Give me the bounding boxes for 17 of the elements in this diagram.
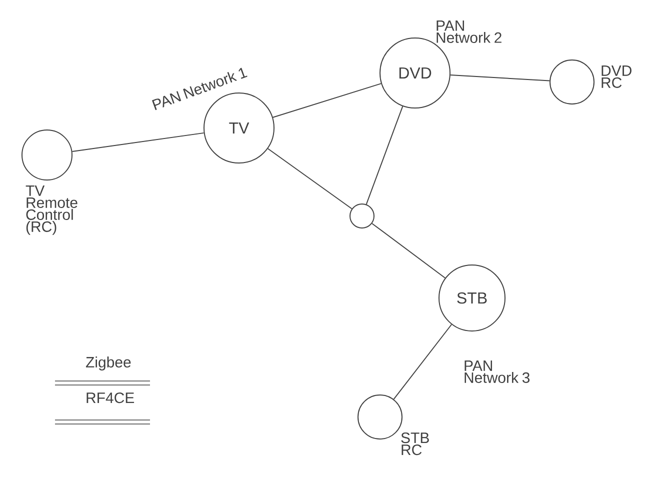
connection-line <box>272 83 382 118</box>
connection-line <box>72 132 204 152</box>
device-label: TV Remote Control (RC) <box>26 186 78 235</box>
circle-node <box>350 204 374 228</box>
connection-line <box>393 324 452 400</box>
connection-line <box>450 74 550 82</box>
connection-line <box>366 106 404 205</box>
network-label: PAN Network 3 <box>464 360 530 383</box>
connection-line <box>267 148 352 210</box>
connection-line <box>372 222 446 278</box>
device-label: DVD RC <box>602 66 632 88</box>
circle-node <box>358 394 402 440</box>
standard-label: Zigbee <box>86 356 131 370</box>
circle-node <box>22 130 72 180</box>
device-label: STB RC <box>401 432 429 456</box>
standard-label: RF4CE <box>86 392 134 404</box>
circle-node <box>550 60 594 104</box>
